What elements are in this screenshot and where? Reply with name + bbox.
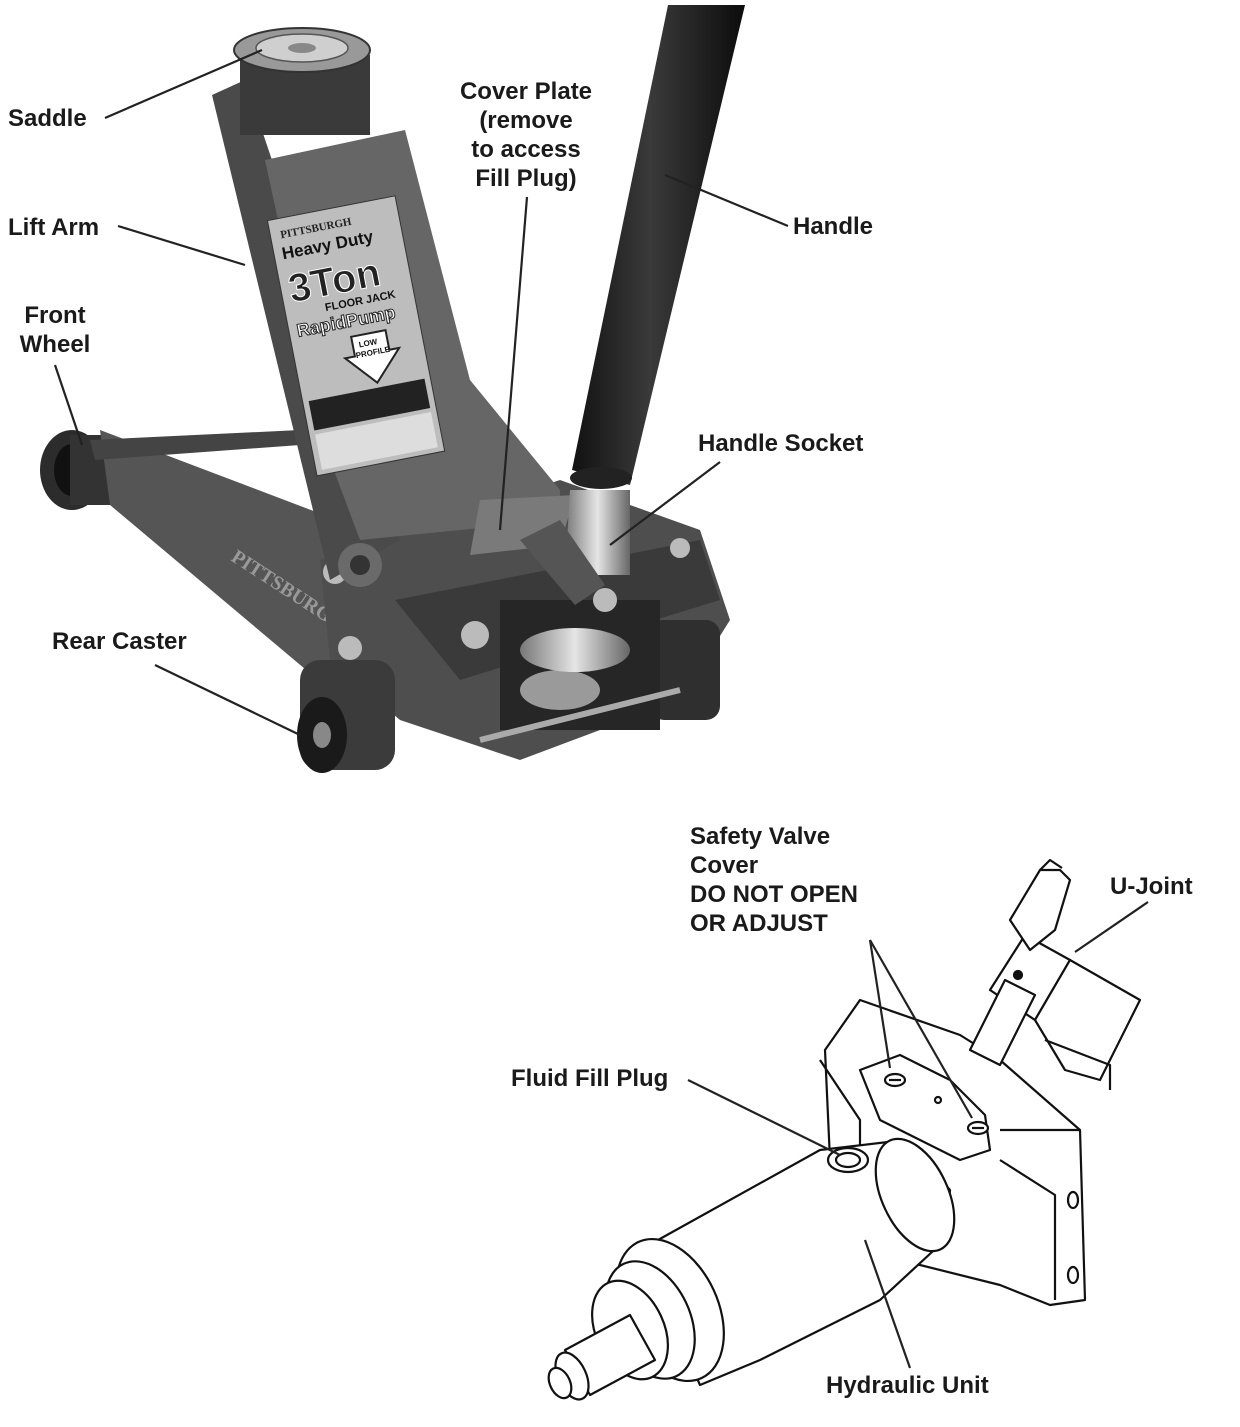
label-saddle: Saddle <box>8 105 87 132</box>
label-handle-socket: Handle Socket <box>698 430 864 457</box>
leader-front-wheel <box>53 364 84 446</box>
product-decal: PITTSBURGH Heavy Duty 3Ton FLOOR JACK Ra… <box>266 195 446 477</box>
label-fluid-fill-plug: Fluid Fill Plug <box>511 1065 669 1092</box>
handle-yoke <box>520 520 605 605</box>
saddle-part <box>233 27 371 135</box>
label-front-wheel-line2: Wheel <box>19 331 91 358</box>
leader-lines <box>53 48 1149 1369</box>
decal-arrow-badge <box>342 328 402 385</box>
leader-rear-caster <box>154 664 301 736</box>
leader-lift-arm <box>117 224 246 267</box>
leader-saddle <box>104 48 263 120</box>
label-front-wheel-line1: Front <box>24 302 86 329</box>
handle-part <box>572 5 745 485</box>
label-hydraulic-unit: Hydraulic Unit <box>826 1372 989 1399</box>
label-safety-valve-line1: Safety Valve <box>690 823 831 850</box>
label-rear-caster: Rear Caster <box>52 628 187 655</box>
label-u-joint: U-Joint <box>1110 873 1193 900</box>
leader-u-joint <box>1074 901 1149 953</box>
hydraulic-unit-illustration <box>547 858 1142 1401</box>
leader-hydraulic-unit <box>863 1239 912 1369</box>
label-cover-plate-line1: Cover Plate <box>459 78 593 105</box>
leader-fluid-fill <box>687 1079 841 1156</box>
leader-handle <box>664 173 789 228</box>
leader-handle-socket <box>609 461 721 546</box>
leader-safety-valve-2 <box>869 939 973 1119</box>
pump-assembly <box>323 538 690 743</box>
label-lift-arm: Lift Arm <box>8 214 100 241</box>
label-cover-plate-line3: to access <box>471 136 581 163</box>
label-cover-plate: Cover Plate (remove to access Fill Plug) <box>446 77 606 193</box>
leader-cover-plate <box>498 196 529 531</box>
label-safety-valve-line4: OR ADJUST <box>690 910 828 937</box>
u-joint-part <box>968 858 1142 1090</box>
label-cover-plate-line4: Fill Plug) <box>475 165 577 192</box>
label-safety-valve-line3: DO NOT OPEN <box>690 881 859 908</box>
label-safety-valve-line2: Cover <box>690 852 759 879</box>
decal-badge-line1: LOW <box>358 337 378 349</box>
label-handle: Handle <box>793 213 874 240</box>
leader-safety-valve-1 <box>868 939 892 1069</box>
label-cover-plate-line2: (remove <box>479 107 573 134</box>
rear-caster-part <box>297 660 395 773</box>
label-front-wheel: Front Wheel <box>8 301 102 359</box>
rear-caster-right <box>650 620 720 720</box>
label-safety-valve: Safety Valve Cover DO NOT OPEN OR ADJUST <box>690 822 858 938</box>
floor-jack-illustration: PITTSBURGH <box>40 5 745 773</box>
